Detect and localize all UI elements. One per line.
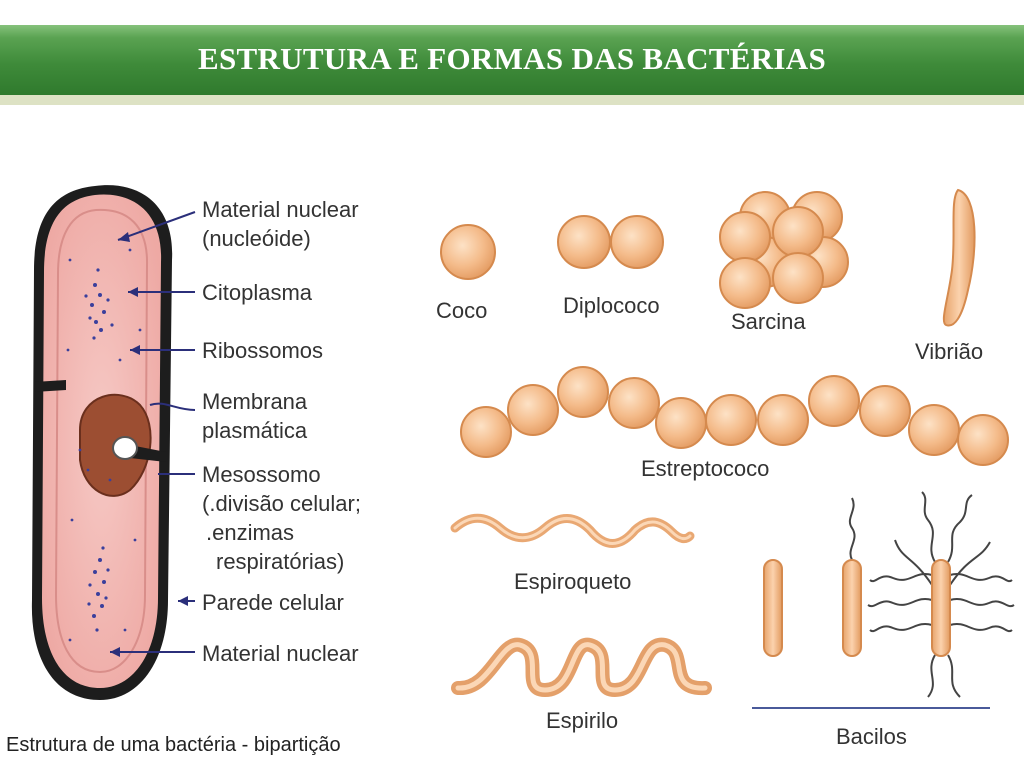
bacilo-plain [763,559,783,657]
label-coco: Coco [436,298,488,323]
label-membrane-plasmatic: plasmática [202,418,308,443]
label-mesosome-enzymes: .enzimas [206,520,295,545]
label-nuclear-material: Material nuclear [202,197,359,222]
bacilos-group [752,491,1015,709]
mesosome-core [112,436,138,460]
label-vibriao: Vibrião [915,339,984,364]
label-estreptococo: Estreptococo [641,456,770,481]
label-mesosome-division: (.divisão celular; [202,491,361,516]
label-nuclear-material-2: Material nuclear [202,641,359,666]
inner-membrane [54,208,149,674]
leader-lines [110,211,196,653]
sarcina-cells [719,191,849,309]
bacilo-flagellate [842,559,862,657]
leader-arrowheads [110,232,188,657]
title-banner: ESTRUTURA E FORMAS DAS BACTÉRIAS [0,25,1024,105]
label-ribosomes: Ribossomos [202,338,324,363]
label-cytoplasm: Citoplasma [202,280,313,305]
label-mesosome: Mesossomo [202,462,321,487]
bacilo-peritrichous-flagella [867,491,1015,698]
septum [34,380,66,392]
estreptococo-chain [460,366,1009,466]
coco-cell [440,224,496,280]
bacilo-peritrichous [931,559,951,657]
label-diplococo: Diplococo [563,293,660,318]
label-bacilos: Bacilos [836,724,907,749]
label-mesosome-respiratory: respiratórias) [216,549,345,574]
nucleoid-dots [66,248,142,642]
label-sarcina: Sarcina [731,309,806,334]
label-cell-wall: Parede celular [202,590,344,615]
diplococo-cells [557,215,664,269]
label-espirilo: Espirilo [546,708,619,733]
label-espiroqueto: Espiroqueto [514,569,632,594]
mesosome-stalk [130,445,166,462]
label-membrane: Membrana [202,389,308,414]
vibriao-cell [942,188,976,327]
label-nucleoid: (nucleóide) [202,226,311,251]
slide-title: ESTRUTURA E FORMAS DAS BACTÉRIAS [198,41,826,76]
cell-caption: Estrutura de uma bactéria - bipartição [6,734,341,756]
espiroqueto-highlight [453,516,692,545]
espirilo-cell [451,637,712,698]
bacterial-cell [31,185,173,701]
bacilo-flagellum [848,497,856,561]
